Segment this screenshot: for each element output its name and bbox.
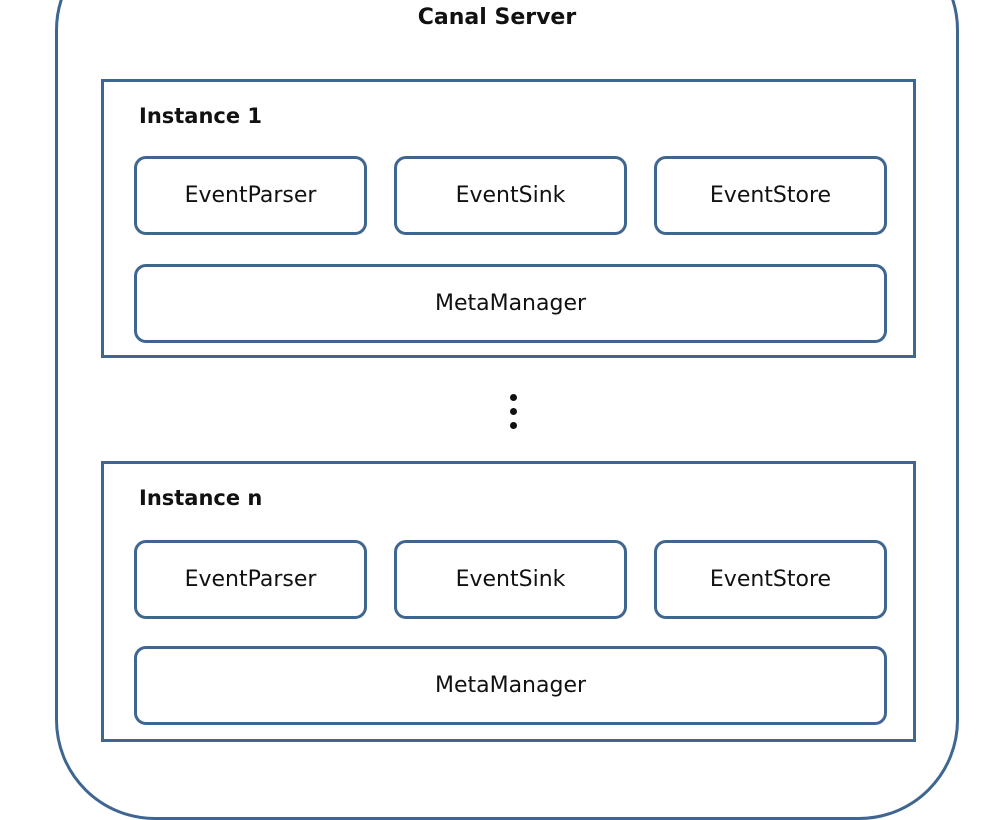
instance-1-box: Instance 1 EventParser EventSink EventSt…	[101, 79, 916, 358]
vertical-ellipsis-icon	[507, 392, 521, 436]
instance-n-event-parser: EventParser	[134, 540, 367, 619]
instance-n-box: Instance n EventParser EventSink EventSt…	[101, 461, 916, 742]
instance-1-event-sink: EventSink	[394, 156, 627, 235]
instance-1-event-store: EventStore	[654, 156, 887, 235]
ellipsis-dot	[510, 394, 517, 401]
instance-n-event-sink: EventSink	[394, 540, 627, 619]
instance-n-meta-manager: MetaManager	[134, 646, 887, 725]
ellipsis-dot	[510, 408, 517, 415]
instance-1-event-parser: EventParser	[134, 156, 367, 235]
instance-n-event-store: EventStore	[654, 540, 887, 619]
canal-server-title: Canal Server	[417, 5, 577, 30]
instance-n-title: Instance n	[139, 486, 263, 510]
instance-1-title: Instance 1	[139, 104, 263, 128]
instance-1-meta-manager: MetaManager	[134, 264, 887, 343]
ellipsis-dot	[510, 422, 517, 429]
